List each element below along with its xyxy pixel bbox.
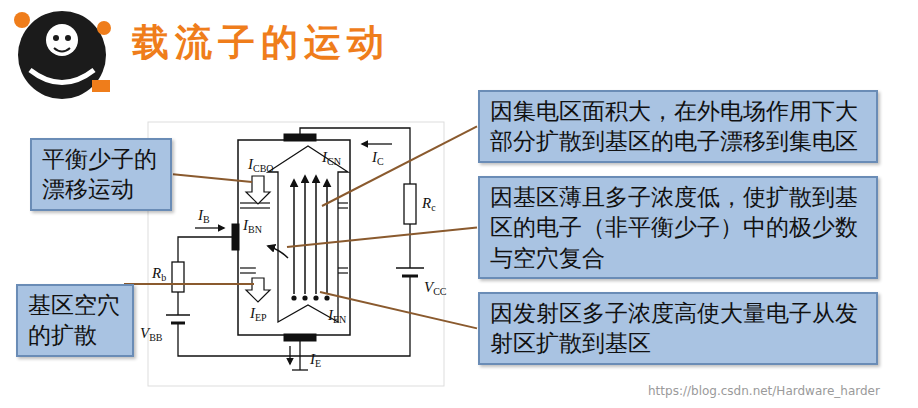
current-label: IEP	[250, 306, 267, 323]
watermark: https://blog.csdn.net/Hardware_harder	[648, 384, 880, 398]
component-label: VCC	[424, 280, 447, 297]
figure-ground	[148, 122, 444, 386]
component-label: Rb	[152, 266, 166, 283]
leader-line	[287, 228, 477, 247]
current-label: IC	[372, 150, 384, 167]
callout-text: 基区空穴的扩散	[28, 290, 122, 351]
transistor	[232, 134, 350, 341]
current-label: IE	[310, 352, 321, 369]
current-label: IB	[198, 208, 210, 225]
component-label: VBB	[140, 326, 163, 343]
current-label: ICBO	[248, 157, 274, 174]
current-label: IEN	[328, 308, 346, 325]
callout-box: 基区空穴的扩散	[16, 284, 134, 357]
component-label: Rc	[422, 196, 436, 213]
callout-box: 因发射区多子浓度高使大量电子从发射区扩散到基区	[478, 292, 878, 365]
current-label: ICN	[322, 150, 341, 167]
circuit-wires	[166, 128, 424, 370]
callout-text: 因集电区面积大，在外电场作用下大部分扩散到基区的电子漂移到集电区	[490, 96, 866, 157]
callout-text: 因基区薄且多子浓度低，使扩散到基区的电子（非平衡少子）中的极少数与空穴复合	[490, 182, 866, 273]
leader-line	[173, 174, 252, 182]
callout-box: 因基区薄且多子浓度低，使扩散到基区的电子（非平衡少子）中的极少数与空穴复合	[478, 176, 878, 279]
leader-line	[320, 292, 477, 328]
slide-title: 载流子的运动	[132, 18, 390, 68]
callout-box: 因集电区面积大，在外电场作用下大部分扩散到基区的电子漂移到集电区	[478, 90, 878, 163]
callout-text: 平衡少子的漂移运动	[42, 144, 160, 205]
leader-line	[124, 283, 254, 285]
leader-line	[322, 126, 477, 206]
callout-text: 因发射区多子浓度高使大量电子从发射区扩散到基区	[490, 298, 866, 359]
cartoon-icon	[14, 11, 111, 99]
callout-box: 平衡少子的漂移运动	[30, 138, 172, 211]
current-label: IBN	[243, 218, 262, 235]
